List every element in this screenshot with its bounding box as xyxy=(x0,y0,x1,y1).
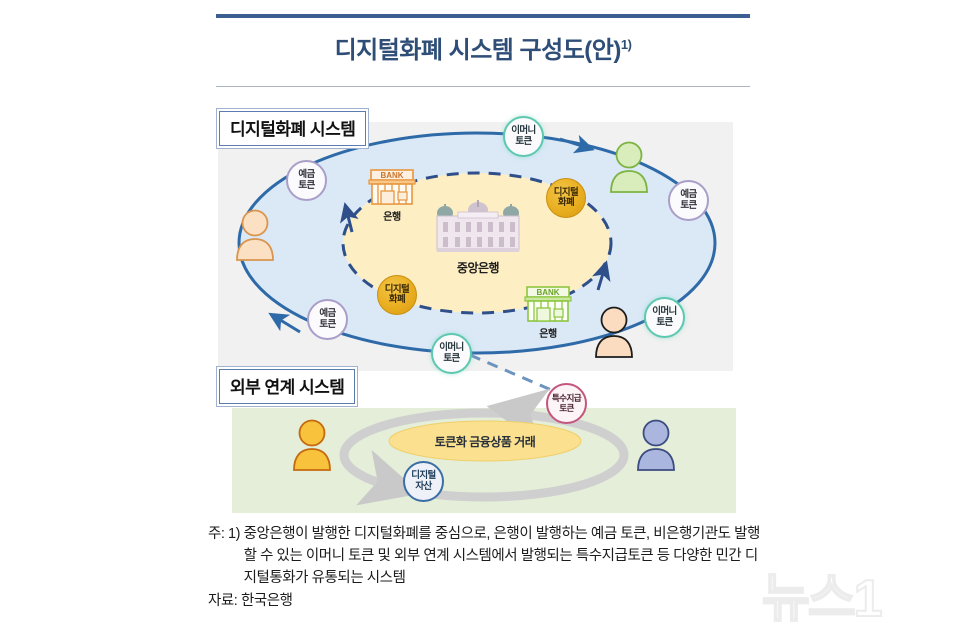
tokenized-trade-label: 토큰화 금융상품 거래 xyxy=(434,434,536,449)
outer-ring-arrow-bottom-left xyxy=(268,312,301,334)
footnotes: 주: 1) 중앙은행이 발행한 디지털화폐를 중심으로, 은행이 발행하는 예금… xyxy=(208,523,768,612)
footnote-lead: 주: 1) xyxy=(208,526,244,542)
token-line-2: 토큰 xyxy=(680,199,697,211)
footnote-row: 주: 1) 중앙은행이 발행한 디지털화폐를 중심으로, 은행이 발행하는 예금… xyxy=(208,523,768,589)
token-line-1: 예금 xyxy=(319,308,336,320)
token-line-2: 토큰 xyxy=(656,316,673,328)
token-line-1: 특수지급 xyxy=(551,393,582,404)
person-icon xyxy=(595,306,633,358)
section-label-external-linked-system: 외부 연계 시스템 xyxy=(219,369,356,404)
source-text: 한국은행 xyxy=(240,593,293,610)
person-external-orange xyxy=(289,418,335,479)
external-ring-arrow-top xyxy=(486,388,550,446)
tokenized-trade-ellipse xyxy=(388,420,582,462)
page-title-text: 디지털화폐 시스템 구성도(안) xyxy=(334,37,622,64)
svg-text:BANK: BANK xyxy=(380,171,403,180)
token-emoney-top: 이머니 토큰 xyxy=(503,116,544,157)
outer-ring-arrow-top xyxy=(559,134,595,154)
bank-building-icon: BANK xyxy=(524,286,572,322)
page-title: 디지털화폐 시스템 구성도(안)1) xyxy=(216,30,750,65)
header-top-rule xyxy=(216,14,750,18)
external-circulation-ellipse xyxy=(339,408,629,502)
token-line-2: 토큰 xyxy=(319,318,336,330)
token-emoney-bottom: 이머니 토큰 xyxy=(431,333,472,374)
person-bottom-peach xyxy=(590,305,638,366)
person-icon xyxy=(610,141,648,193)
token-line-1: 디지털 xyxy=(411,470,436,482)
token-emoney-right: 이머니 토큰 xyxy=(644,297,685,338)
coin-line-1: 디지털 xyxy=(384,283,410,295)
coin-digital-currency-top-right: 디지털 화폐 xyxy=(546,178,586,218)
header-bottom-rule xyxy=(216,86,750,87)
external-ring-arrow-left xyxy=(356,449,421,506)
person-external-blue xyxy=(633,418,679,479)
inner-ring-arrow-left xyxy=(340,202,359,233)
person-icon xyxy=(236,209,274,261)
footnote-text: 중앙은행이 발행한 디지털화폐를 중심으로, 은행이 발행하는 예금 토큰, 비… xyxy=(243,526,761,587)
section-label-digital-currency-system: 디지털화폐 시스템 xyxy=(219,111,367,146)
token-line-1: 이머니 xyxy=(439,342,464,354)
external-link-connector-arrow xyxy=(530,400,545,405)
news1-watermark: 뉴스1 xyxy=(761,569,884,629)
inner-ring-arrow-right xyxy=(592,260,611,291)
person-icon xyxy=(637,419,675,471)
token-digital-asset: 디지털 자산 xyxy=(403,461,444,502)
token-line-1: 이머니 xyxy=(511,125,536,137)
token-line-2: 토큰 xyxy=(443,352,460,364)
central-bank-building-icon xyxy=(436,200,520,252)
person-left-peach xyxy=(231,208,279,269)
svg-text:BANK: BANK xyxy=(536,288,559,297)
page-title-footnote-marker: 1) xyxy=(620,37,632,52)
bank-label-orange: 은행 xyxy=(383,212,401,223)
source-row: 자료: 한국은행 xyxy=(208,590,768,612)
person-top-green xyxy=(605,140,653,201)
token-deposit-top-left: 예금 토큰 xyxy=(286,160,327,201)
bank-node-green: BANK 은행 xyxy=(524,285,572,340)
coin-line-1: 디지털 xyxy=(553,186,579,198)
coin-digital-currency-bottom-left: 디지털 화폐 xyxy=(377,275,417,315)
token-deposit-bottom-left: 예금 토큰 xyxy=(307,299,348,340)
coin-line-2: 화폐 xyxy=(388,294,406,305)
source-lead: 자료: xyxy=(208,593,241,610)
token-line-1: 예금 xyxy=(680,189,697,201)
central-bank-label: 중앙은행 xyxy=(456,261,500,275)
token-line-1: 예금 xyxy=(298,169,315,181)
token-line-2: 토큰 xyxy=(515,135,532,147)
central-bank-node: 중앙은행 xyxy=(432,196,524,276)
bank-building-icon: BANK xyxy=(368,169,416,205)
token-line-2: 자산 xyxy=(415,480,432,492)
token-special-payment: 특수지급 토큰 xyxy=(546,383,587,424)
bank-node-orange: BANK 은행 xyxy=(368,168,416,223)
token-line-2: 토큰 xyxy=(298,179,315,191)
token-deposit-right: 예금 토큰 xyxy=(668,180,709,221)
person-icon xyxy=(293,419,331,471)
bank-label-green: 은행 xyxy=(539,329,557,340)
coin-line-2: 화폐 xyxy=(557,197,575,208)
external-link-connector xyxy=(469,353,557,394)
token-line-2: 토큰 xyxy=(559,402,574,413)
token-line-1: 이머니 xyxy=(652,306,677,318)
central-bank-dashed-ring xyxy=(341,171,613,315)
